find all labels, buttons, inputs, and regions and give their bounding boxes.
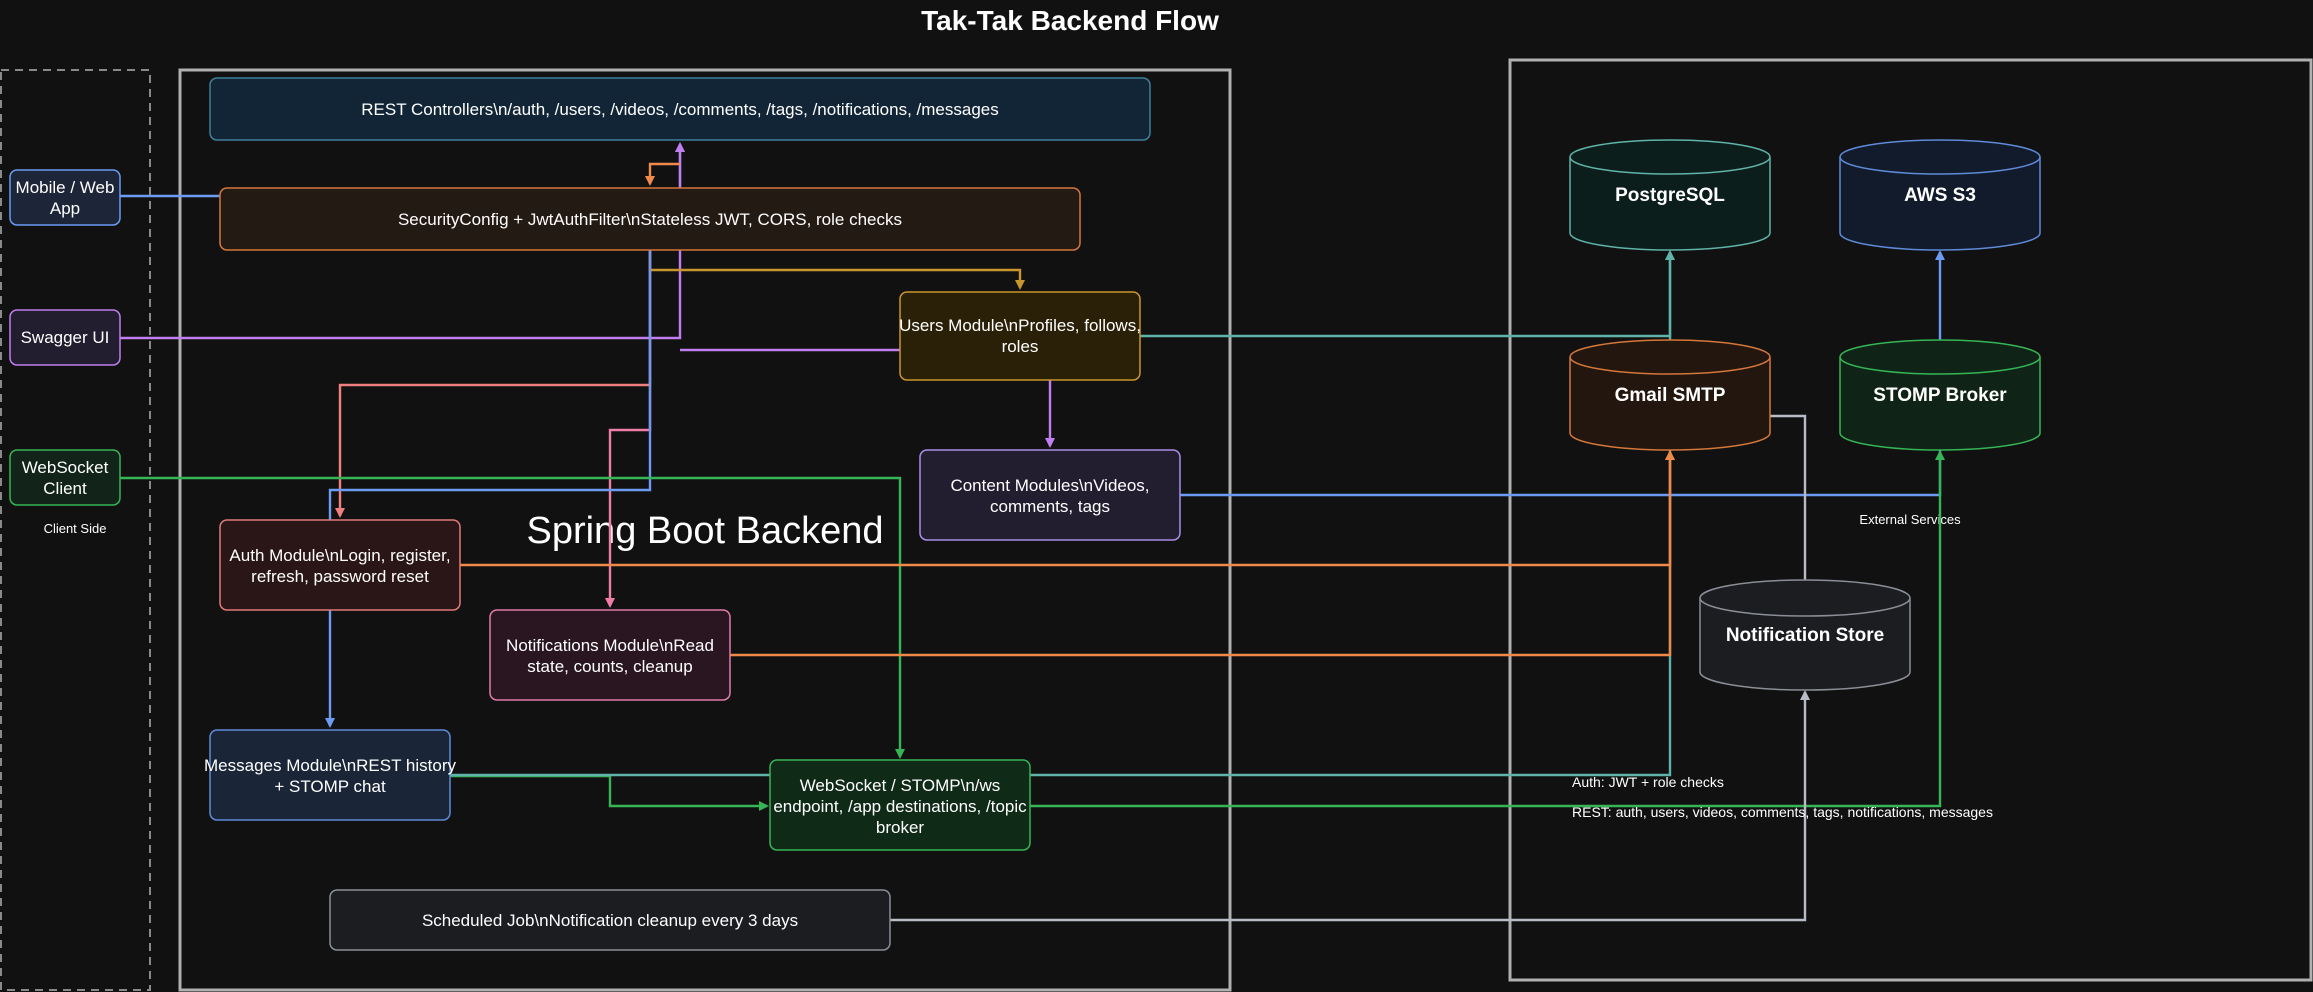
websocket-client-label-1: WebSocket (22, 458, 109, 477)
auth-module-label-2: refresh, password reset (251, 567, 429, 586)
edge-content-to-s3 (1180, 250, 1945, 497)
content-modules-label-1: Content Modules\nVideos, (950, 476, 1149, 495)
edge-websocket-to-stomp (1030, 450, 1945, 808)
notifications-module-node[interactable]: Notifications Module\nRead state, counts… (489, 609, 731, 701)
websocket-stomp-label-1: WebSocket / STOMP\n/ws (800, 776, 1001, 795)
content-modules-node[interactable]: Content Modules\nVideos, comments, tags (919, 449, 1181, 541)
messages-module-label-2: + STOMP chat (274, 777, 386, 796)
messages-module-label-1: Messages Module\nREST history (204, 756, 456, 775)
gmail-smtp-store[interactable]: Gmail SMTP (1569, 339, 1771, 451)
swagger-ui-label: Swagger UI (21, 328, 110, 347)
postgresql-label: PostgreSQL (1615, 185, 1725, 206)
diagram-title: Tak-Tak Backend Flow (921, 5, 1219, 36)
notifications-module-label-1: Notifications Module\nRead (506, 636, 714, 655)
scheduled-job-label: Scheduled Job\nNotification cleanup ever… (422, 911, 798, 930)
websocket-client-node[interactable]: WebSocket Client (9, 449, 121, 506)
notifications-module-label-2: state, counts, cleanup (527, 657, 692, 676)
notification-store[interactable]: Notification Store (1699, 579, 1911, 691)
backend-label: Spring Boot Backend (526, 510, 883, 552)
stomp-broker-label: STOMP Broker (1873, 385, 2007, 406)
client-side-label: Client Side (44, 521, 107, 536)
edge-scheduled-to-notifstore (890, 690, 1810, 922)
auth-module-label-1: Auth Module\nLogin, register, (229, 546, 450, 565)
edge-notifications-to-smtp (730, 450, 1675, 657)
edge-label-rest: REST: auth, users, videos, comments, tag… (1572, 804, 1993, 820)
rest-controllers-node[interactable]: REST Controllers\n/auth, /users, /videos… (209, 77, 1151, 141)
websocket-stomp-node[interactable]: WebSocket / STOMP\n/ws endpoint, /app de… (769, 759, 1031, 851)
users-module-label-1: Users Module\nProfiles, follows, (899, 316, 1141, 335)
edge-users-to-postgres (1140, 250, 1675, 338)
backend-frame (178, 68, 1232, 992)
postgresql-store[interactable]: PostgreSQL (1569, 139, 1771, 251)
users-module-node[interactable]: Users Module\nProfiles, follows, roles (899, 291, 1141, 381)
edge-rest-to-notifications (605, 250, 652, 608)
security-config-node[interactable]: SecurityConfig + JwtAuthFilter\nStateles… (219, 187, 1081, 251)
websocket-stomp-label-2: endpoint, /app destinations, /topic (773, 797, 1027, 816)
messages-module-node[interactable]: Messages Module\nREST history + STOMP ch… (204, 729, 456, 821)
users-module-label-2: roles (1002, 337, 1039, 356)
edge-messages-to-websocket (450, 774, 769, 811)
aws-s3-label: AWS S3 (1904, 185, 1976, 206)
content-modules-label-2: comments, tags (990, 497, 1110, 516)
client-side-frame (0, 69, 151, 991)
mobile-web-app-label-1: Mobile / Web (16, 178, 115, 197)
edge-label-auth: Auth: JWT + role checks (1572, 774, 1724, 790)
edge-security-to-users (648, 250, 1025, 290)
scheduled-job-node[interactable]: Scheduled Job\nNotification cleanup ever… (329, 889, 891, 951)
mobile-web-app-label-2: App (50, 199, 80, 218)
edge-wsclient-to-websocket (120, 476, 905, 759)
auth-module-node[interactable]: Auth Module\nLogin, register, refresh, p… (219, 519, 461, 611)
websocket-client-label-2: Client (43, 479, 87, 498)
external-services-frame (1508, 58, 2313, 982)
edge-security-to-auth (335, 250, 652, 518)
swagger-ui-node[interactable]: Swagger UI (9, 309, 121, 366)
aws-s3-store[interactable]: AWS S3 (1839, 139, 2041, 251)
edge-rest-to-security (645, 162, 680, 186)
security-config-label: SecurityConfig + JwtAuthFilter\nStateles… (398, 210, 902, 229)
rest-controllers-label: REST Controllers\n/auth, /users, /videos… (361, 100, 998, 119)
websocket-stomp-label-3: broker (876, 818, 925, 837)
stomp-broker-store[interactable]: STOMP Broker (1839, 339, 2041, 451)
mobile-web-app-node[interactable]: Mobile / Web App (9, 169, 121, 226)
notification-store-label: Notification Store (1726, 625, 1884, 646)
external-services-label: External Services (1859, 512, 1961, 527)
gmail-smtp-label: Gmail SMTP (1615, 385, 1726, 406)
